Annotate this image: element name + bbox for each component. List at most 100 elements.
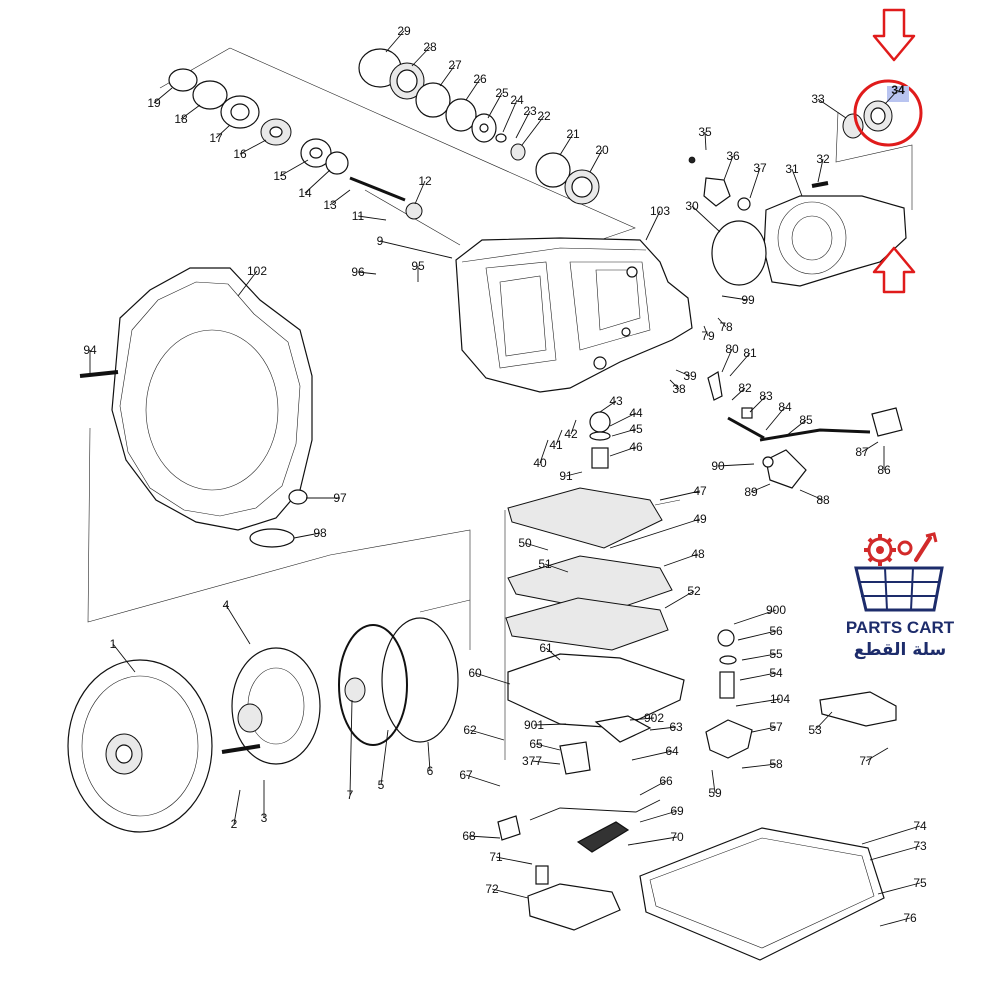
leader-line-85 — [785, 419, 807, 437]
part-label-85: 85 — [799, 413, 813, 427]
leader-line-55 — [741, 653, 777, 661]
leader-line-31 — [791, 168, 803, 197]
leader-line-5 — [380, 729, 389, 786]
leader-line-17 — [215, 124, 231, 139]
part-label-67: 67 — [459, 768, 473, 782]
part-label-44: 44 — [629, 406, 643, 420]
part-label-3: 3 — [261, 811, 268, 825]
leader-line-62 — [469, 729, 505, 741]
part-label-98: 98 — [313, 526, 327, 540]
leader-line-70 — [627, 836, 678, 846]
leader-line-66 — [639, 780, 667, 796]
leader-line-18 — [180, 104, 201, 120]
leader-line-98 — [293, 532, 321, 539]
leader-line-67 — [465, 774, 501, 787]
leader-line-91 — [565, 471, 583, 477]
part-label-28: 28 — [423, 40, 437, 54]
leader-line-25 — [487, 92, 503, 119]
part-label-45: 45 — [629, 422, 643, 436]
part-label-24: 24 — [510, 93, 524, 107]
leader-line-88 — [799, 489, 824, 501]
part-label-40: 40 — [533, 456, 547, 470]
leader-line-33 — [817, 98, 847, 119]
leader-line-47 — [659, 490, 701, 501]
leader-line-14 — [304, 169, 331, 194]
brand-name-ar: سلة القطع — [853, 640, 947, 660]
leader-line-80 — [721, 348, 733, 373]
part-label-57: 57 — [769, 720, 783, 734]
part-label-77: 77 — [859, 754, 873, 768]
leader-line-22 — [521, 115, 545, 146]
leader-line-102 — [237, 270, 258, 297]
leader-line-41 — [555, 429, 563, 446]
part-label-14: 14 — [298, 186, 312, 200]
part-label-65: 65 — [529, 737, 543, 751]
leader-line-56 — [737, 630, 777, 641]
part-label-56: 56 — [769, 624, 783, 638]
part-label-91: 91 — [559, 469, 573, 483]
part-label-12: 12 — [418, 174, 432, 188]
leader-line-377 — [531, 760, 561, 765]
leader-line-90 — [717, 463, 755, 467]
leader-line-1 — [112, 643, 136, 673]
leader-line-4 — [225, 604, 251, 645]
front-pump-parts — [168, 48, 600, 220]
oil-pan-group — [497, 691, 897, 961]
part-label-27: 27 — [448, 58, 462, 72]
part-label-84: 84 — [778, 400, 792, 414]
bell-housing — [79, 267, 313, 548]
highlight-callouts — [853, 8, 923, 294]
part-label-15: 15 — [273, 169, 287, 183]
part-label-52: 52 — [687, 584, 701, 598]
part-label-95: 95 — [411, 259, 425, 273]
leader-line-38 — [669, 379, 680, 390]
leader-line-16 — [239, 139, 267, 155]
leader-line-76 — [879, 917, 911, 927]
leader-line-900 — [733, 609, 777, 625]
assembly-frame-lines — [87, 47, 913, 760]
part-label-7: 7 — [347, 788, 354, 802]
leader-line-12 — [414, 180, 426, 205]
part-label-75: 75 — [913, 876, 927, 890]
leader-line-11 — [357, 215, 387, 221]
leader-line-36 — [723, 155, 734, 181]
leader-line-77 — [865, 747, 889, 762]
part-label-96: 96 — [351, 265, 365, 279]
part-label-4: 4 — [223, 598, 230, 612]
part-label-53: 53 — [808, 723, 822, 737]
leader-line-46 — [609, 446, 637, 457]
part-label-37: 37 — [753, 161, 767, 175]
part-label-5: 5 — [378, 778, 385, 792]
leader-line-27 — [439, 64, 456, 87]
part-label-68: 68 — [462, 829, 476, 843]
part-label-83: 83 — [759, 389, 773, 403]
part-label-97: 97 — [333, 491, 347, 505]
part-label-74: 74 — [913, 819, 927, 833]
arrow-down-icon — [872, 8, 916, 62]
highlight-label-bg — [887, 86, 909, 102]
part-label-46: 46 — [629, 440, 643, 454]
leader-line-19 — [153, 87, 173, 104]
part-label-58: 58 — [769, 757, 783, 771]
leader-line-902 — [629, 717, 655, 721]
leader-line-2 — [233, 789, 241, 825]
part-label-11: 11 — [352, 209, 365, 223]
part-label-66: 66 — [659, 774, 673, 788]
part-label-33: 33 — [811, 92, 825, 106]
leader-line-72 — [491, 888, 529, 899]
leader-line-35 — [704, 131, 707, 151]
leader-line-54 — [739, 672, 777, 681]
cart-gear-icon — [854, 532, 944, 612]
leader-line-103 — [645, 210, 661, 241]
leader-line-50 — [524, 542, 549, 551]
part-label-78: 78 — [719, 320, 733, 334]
leader-line-28 — [411, 46, 431, 67]
leader-line-69 — [639, 810, 678, 823]
part-label-49: 49 — [693, 512, 707, 526]
part-label-88: 88 — [816, 493, 830, 507]
leader-line-87 — [861, 441, 879, 453]
leader-line-64 — [631, 750, 673, 761]
part-label-9: 9 — [377, 234, 384, 248]
